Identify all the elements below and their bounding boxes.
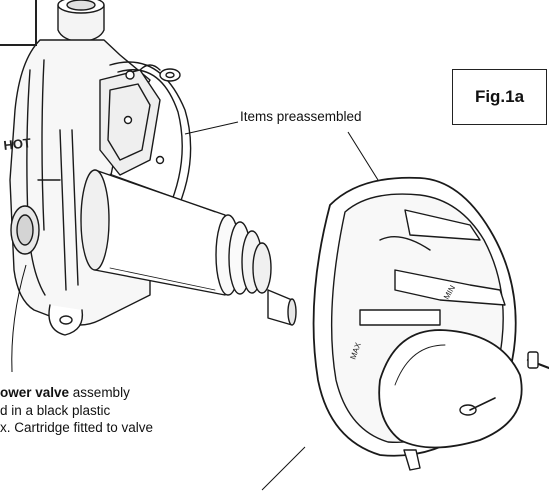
callout-items-preassembled: Items preassembled [240, 109, 362, 124]
callout-bold-text: ower valve [0, 385, 70, 400]
leader-line-bottom [261, 446, 306, 491]
figure-label-box: Fig.1a [452, 69, 547, 125]
hot-marking: HOT [3, 135, 32, 153]
callout-line-1-rest: assembly [69, 385, 130, 400]
valve-body [9, 0, 192, 336]
figure-label: Fig.1a [474, 87, 525, 106]
leader-line-left [11, 264, 27, 373]
callout-line-2: d in a black plastic [0, 402, 111, 418]
leader-line-top [184, 121, 239, 135]
leader-line-right [347, 131, 379, 181]
callout-line-3: x. Cartridge fitted to valve [0, 420, 154, 435]
cartridge-cylinder [80, 169, 297, 326]
callout-line-1: ower valve assembly [0, 384, 153, 402]
corner-frame [0, 0, 37, 46]
shroud [312, 176, 549, 471]
callout-valve-assembly: ower valve assembly d in a black plastic… [0, 384, 153, 437]
